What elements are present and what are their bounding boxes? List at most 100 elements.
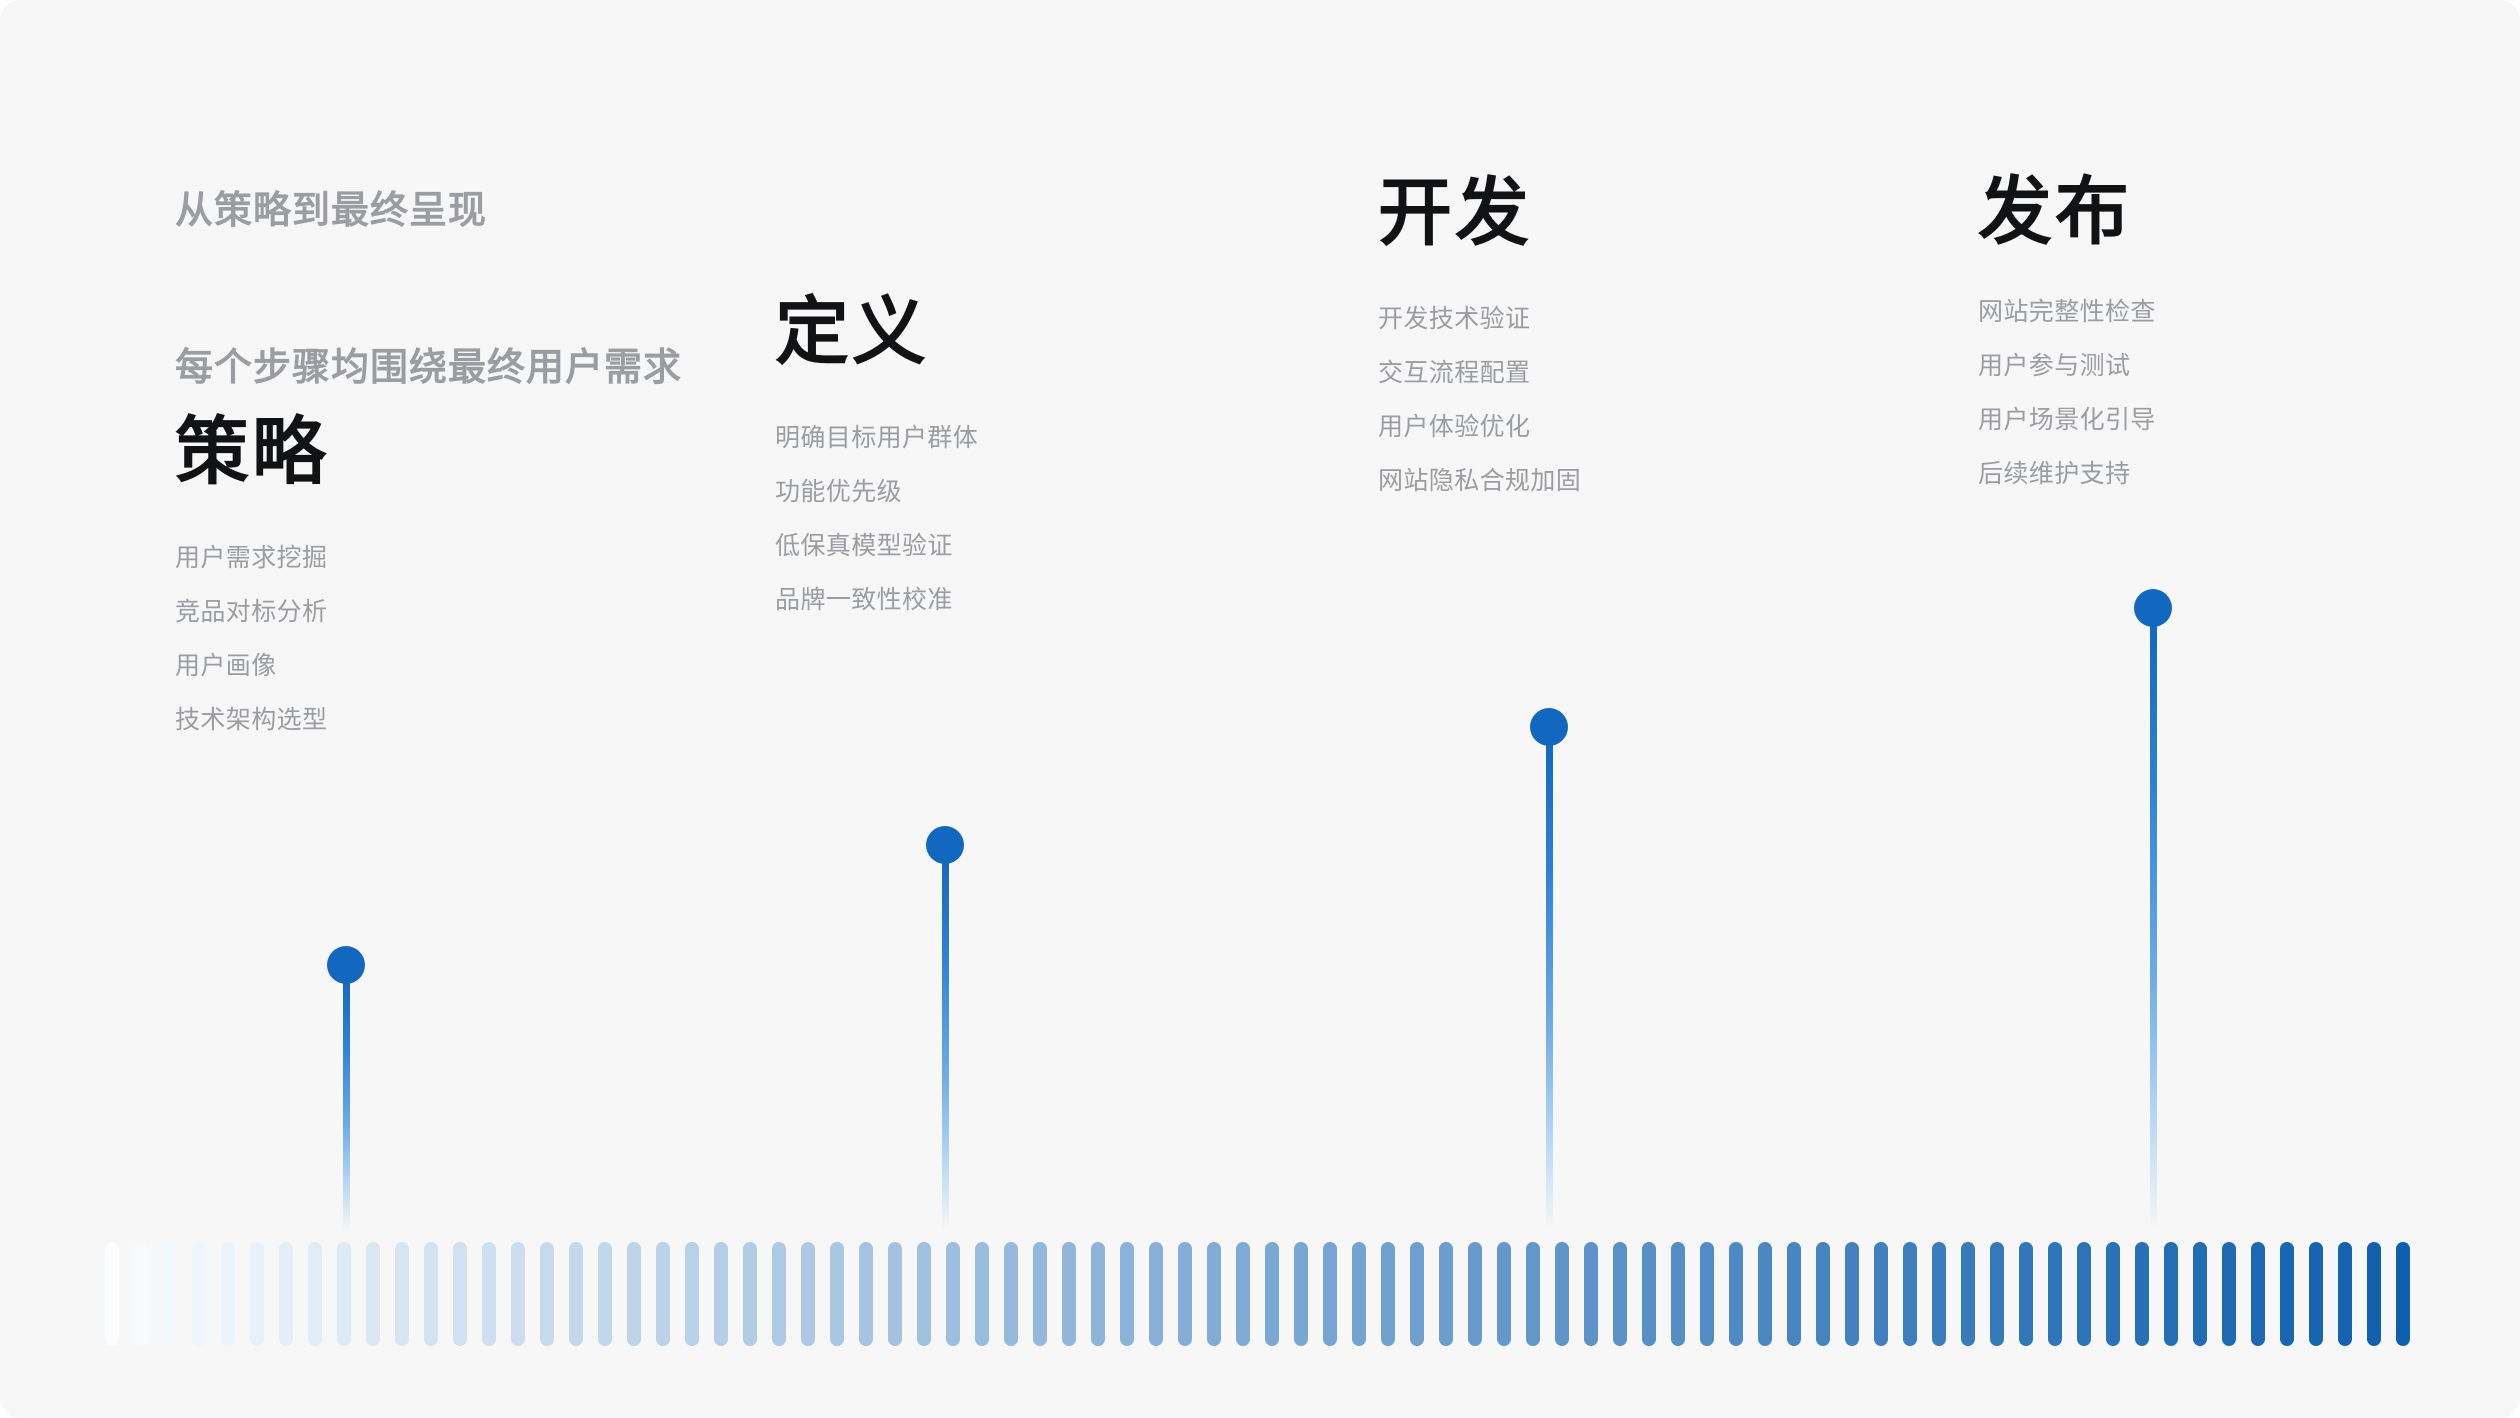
timeline-pin bbox=[327, 946, 367, 1241]
milestone-item: 开发技术验证 bbox=[1378, 305, 1531, 333]
timeline-bar bbox=[1787, 1242, 1801, 1346]
milestone-item: 网站隐私合规加固 bbox=[1378, 467, 1582, 495]
timeline-bar bbox=[1323, 1242, 1337, 1346]
timeline-bar bbox=[1120, 1242, 1134, 1346]
timeline-bar bbox=[627, 1242, 641, 1346]
milestone-define: 定义 明确目标用户群体 功能优先级 低保真模型验证 品牌一致性校准 bbox=[775, 295, 978, 627]
milestone-title: 定义 bbox=[775, 290, 929, 373]
timeline-bar bbox=[192, 1242, 206, 1346]
timeline-bar bbox=[250, 1242, 264, 1346]
timeline-bar bbox=[859, 1242, 873, 1346]
pin-dot-icon bbox=[327, 946, 365, 984]
page-heading: 从策略到最终呈现 每个步骤均围绕最终用户需求 bbox=[175, 80, 682, 500]
timeline-pin bbox=[2134, 589, 2174, 1241]
timeline-bar bbox=[2280, 1242, 2294, 1346]
milestone-launch: 发布 网站完整性检查 用户参与测试 用户场景化引导 后续维护支持 bbox=[1978, 175, 2156, 501]
timeline-bar bbox=[1004, 1242, 1018, 1346]
timeline-bar bbox=[1062, 1242, 1076, 1346]
timeline-bar bbox=[2367, 1242, 2381, 1346]
heading-line-1: 从策略到最终呈现 bbox=[175, 189, 488, 232]
timeline-bar bbox=[308, 1242, 322, 1346]
timeline-bar bbox=[482, 1242, 496, 1346]
timeline-bar bbox=[1758, 1242, 1772, 1346]
timeline-pin bbox=[1530, 708, 1570, 1241]
timeline-bar bbox=[1555, 1242, 1569, 1346]
timeline-bar bbox=[1410, 1242, 1424, 1346]
timeline-bar bbox=[1816, 1242, 1830, 1346]
milestone-title: 策略 bbox=[175, 410, 329, 493]
milestone-item: 后续维护支持 bbox=[1978, 460, 2131, 488]
timeline-bar bbox=[772, 1242, 786, 1346]
timeline-bar bbox=[1526, 1242, 1540, 1346]
timeline-bar bbox=[511, 1242, 525, 1346]
timeline-bar bbox=[888, 1242, 902, 1346]
milestone-item: 竞品对标分析 bbox=[175, 598, 328, 626]
timeline-bar bbox=[1265, 1242, 1279, 1346]
timeline-bar bbox=[395, 1242, 409, 1346]
timeline-bar bbox=[685, 1242, 699, 1346]
timeline-bar bbox=[453, 1242, 467, 1346]
timeline-bar bbox=[917, 1242, 931, 1346]
milestone-item: 用户需求挖掘 bbox=[175, 544, 328, 572]
milestone-item: 技术架构选型 bbox=[175, 706, 328, 734]
timeline-bar bbox=[2106, 1242, 2120, 1346]
timeline-bar bbox=[366, 1242, 380, 1346]
timeline-bar bbox=[598, 1242, 612, 1346]
timeline-bar bbox=[105, 1242, 119, 1346]
timeline-bar bbox=[2309, 1242, 2323, 1346]
timeline-bar bbox=[1236, 1242, 1250, 1346]
timeline-bar bbox=[1700, 1242, 1714, 1346]
milestone-item: 网站完整性检查 bbox=[1978, 298, 2156, 326]
milestone-title: 开发 bbox=[1378, 171, 1532, 254]
milestone-item: 品牌一致性校准 bbox=[775, 586, 953, 614]
milestone-item-list: 明确目标用户群体 功能优先级 低保真模型验证 品牌一致性校准 bbox=[775, 411, 978, 627]
timeline-bar bbox=[1497, 1242, 1511, 1346]
timeline-bar bbox=[2338, 1242, 2352, 1346]
timeline-bar bbox=[743, 1242, 757, 1346]
timeline-bar bbox=[1729, 1242, 1743, 1346]
timeline-bar bbox=[279, 1242, 293, 1346]
timeline-bar-strip bbox=[0, 1242, 2520, 1346]
timeline-bar bbox=[656, 1242, 670, 1346]
timeline-bar bbox=[569, 1242, 583, 1346]
timeline-bar bbox=[2048, 1242, 2062, 1346]
timeline-bar bbox=[2222, 1242, 2236, 1346]
milestone-item: 用户画像 bbox=[175, 652, 277, 680]
timeline-bar bbox=[801, 1242, 815, 1346]
timeline-bar bbox=[2396, 1242, 2410, 1346]
timeline-bar bbox=[1642, 1242, 1656, 1346]
timeline-bar bbox=[1613, 1242, 1627, 1346]
timeline-bar bbox=[1149, 1242, 1163, 1346]
timeline-bar bbox=[1671, 1242, 1685, 1346]
milestone-item: 功能优先级 bbox=[775, 478, 903, 506]
timeline-bar bbox=[1294, 1242, 1308, 1346]
timeline-bar bbox=[975, 1242, 989, 1346]
timeline-bar bbox=[1178, 1242, 1192, 1346]
timeline-bar bbox=[1439, 1242, 1453, 1346]
timeline-bar bbox=[2077, 1242, 2091, 1346]
pin-stem bbox=[343, 976, 350, 1231]
timeline-bar bbox=[134, 1242, 148, 1346]
timeline-bar bbox=[1932, 1242, 1946, 1346]
timeline-bar bbox=[163, 1242, 177, 1346]
timeline-bar bbox=[1961, 1242, 1975, 1346]
pin-dot-icon bbox=[1530, 708, 1568, 746]
pin-dot-icon bbox=[2134, 589, 2172, 627]
timeline-bar bbox=[221, 1242, 235, 1346]
timeline-bar bbox=[1381, 1242, 1395, 1346]
timeline-bar bbox=[1903, 1242, 1917, 1346]
milestone-item: 明确目标用户群体 bbox=[775, 424, 979, 452]
timeline-bar bbox=[1845, 1242, 1859, 1346]
pin-stem bbox=[942, 856, 949, 1231]
milestone-item: 用户场景化引导 bbox=[1978, 406, 2156, 434]
timeline-bar bbox=[2019, 1242, 2033, 1346]
timeline-bar bbox=[1468, 1242, 1482, 1346]
pin-stem bbox=[2150, 619, 2157, 1231]
timeline-bar bbox=[2251, 1242, 2265, 1346]
timeline-pin bbox=[926, 826, 966, 1241]
milestone-item: 交互流程配置 bbox=[1378, 359, 1531, 387]
heading-line-2: 每个步骤均围绕最终用户需求 bbox=[175, 347, 683, 390]
milestone-item-list: 网站完整性检查 用户参与测试 用户场景化引导 后续维护支持 bbox=[1978, 285, 2156, 501]
timeline-bar bbox=[1584, 1242, 1598, 1346]
timeline-bar bbox=[714, 1242, 728, 1346]
